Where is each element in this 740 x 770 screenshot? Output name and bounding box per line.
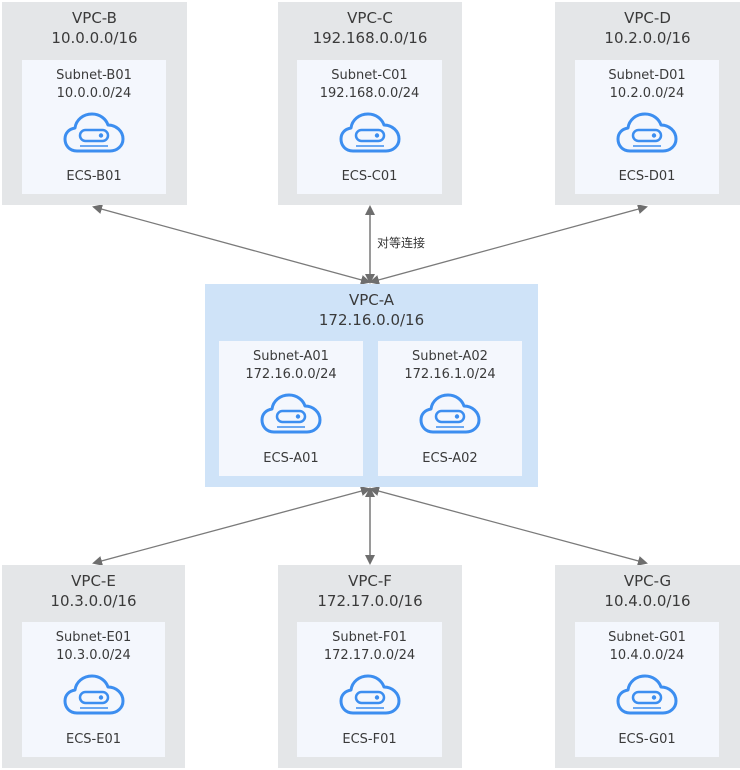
cloud-server-icon [419, 392, 481, 436]
cloud-server-icon [63, 673, 125, 717]
cloud-server-icon [616, 111, 678, 155]
ecs-label[interactable]: ECS-A02 [422, 451, 478, 466]
ecs-label[interactable]: ECS-G01 [618, 732, 676, 747]
cloud-server-icon [339, 673, 401, 717]
peering-link-a-e [92, 486, 371, 566]
ecs-label[interactable]: ECS-B01 [66, 169, 122, 184]
ecs-label[interactable]: ECS-F01 [342, 732, 397, 747]
peering-link-a-d [369, 204, 648, 285]
peering-connection-label: 对等连接 [377, 236, 426, 250]
peering-link-a-g [369, 486, 648, 566]
peering-link-a-b [92, 204, 371, 285]
cloud-server-icon [260, 392, 322, 436]
ecs-label[interactable]: ECS-A01 [263, 451, 319, 466]
ecs-label[interactable]: ECS-D01 [618, 169, 676, 184]
cloud-server-icon [339, 111, 401, 155]
ecs-label[interactable]: ECS-E01 [66, 732, 121, 747]
cloud-server-icon [616, 673, 678, 717]
cloud-server-icon [63, 111, 125, 155]
ecs-label[interactable]: ECS-C01 [341, 169, 398, 184]
